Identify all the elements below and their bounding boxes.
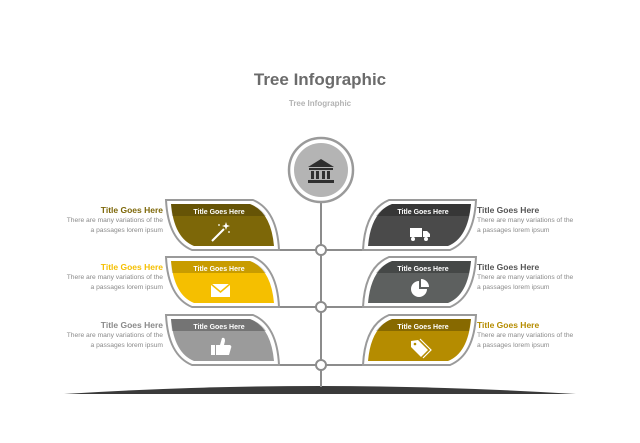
leaf-label: Title Goes Here xyxy=(193,209,244,216)
leaf-left-3: Title Goes Here xyxy=(164,314,281,366)
side-description-line-2: a passages lorem ipsum xyxy=(90,284,163,291)
magic-wand-icon xyxy=(211,222,230,242)
root-node xyxy=(287,136,355,204)
side-description-line-2: a passages lorem ipsum xyxy=(90,227,163,234)
side-title: Title Goes Here xyxy=(100,262,163,272)
side-text-right-2: Title Goes Here There are many variation… xyxy=(477,262,607,293)
side-text-right-3: Title Goes Here There are many variation… xyxy=(477,320,607,351)
leaf-left-1: Title Goes Here xyxy=(164,199,281,251)
leaf-label: Title Goes Here xyxy=(193,324,244,331)
truck-icon xyxy=(410,228,430,241)
thumbs-up-icon xyxy=(211,337,232,355)
leaf-right-3: Title Goes Here xyxy=(361,314,478,366)
leaf-right-1: Title Goes Here xyxy=(361,199,478,251)
pie-chart-icon xyxy=(411,279,429,297)
side-description-line-1: There are many variations of the xyxy=(66,217,163,224)
envelope-icon xyxy=(210,283,231,297)
side-description-line-2: a passages lorem ipsum xyxy=(90,342,163,349)
junction-nodes xyxy=(315,244,327,371)
side-title: Title Goes Here xyxy=(477,205,540,215)
side-description-line-1: There are many variations of the xyxy=(477,332,574,339)
page-subtitle: Tree Infographic xyxy=(288,99,352,108)
page-title: Tree Infographic xyxy=(253,70,387,89)
side-title: Title Goes Here xyxy=(477,320,540,330)
side-title: Title Goes Here xyxy=(477,262,540,272)
side-description-line-1: There are many variations of the xyxy=(66,332,163,339)
leaf-label: Title Goes Here xyxy=(397,266,448,273)
side-description-line-2: a passages lorem ipsum xyxy=(477,342,550,349)
side-text-left-2: Title Goes Here There are many variation… xyxy=(33,262,163,293)
leaf-label: Title Goes Here xyxy=(397,209,448,216)
side-text-left-3: Title Goes Here There are many variation… xyxy=(33,320,163,351)
side-description-line-2: a passages lorem ipsum xyxy=(477,227,550,234)
side-description-line-1: There are many variations of the xyxy=(66,274,163,281)
side-text-left-1: Title Goes Here There are many variation… xyxy=(33,205,163,236)
ground-shadow xyxy=(64,386,576,394)
leaf-label: Title Goes Here xyxy=(193,266,244,273)
leaf-left-2: Title Goes Here xyxy=(164,256,281,308)
bank-building-icon xyxy=(308,159,334,183)
side-text-right-1: Title Goes Here There are many variation… xyxy=(477,205,607,236)
leaf-right-2: Title Goes Here xyxy=(361,256,478,308)
side-description-line-1: There are many variations of the xyxy=(477,217,574,224)
price-tag-icon xyxy=(411,338,432,359)
side-title: Title Goes Here xyxy=(100,320,163,330)
side-description-line-1: There are many variations of the xyxy=(477,274,574,281)
side-title: Title Goes Here xyxy=(100,205,163,215)
side-description-line-2: a passages lorem ipsum xyxy=(477,284,550,291)
leaf-label: Title Goes Here xyxy=(397,324,448,331)
